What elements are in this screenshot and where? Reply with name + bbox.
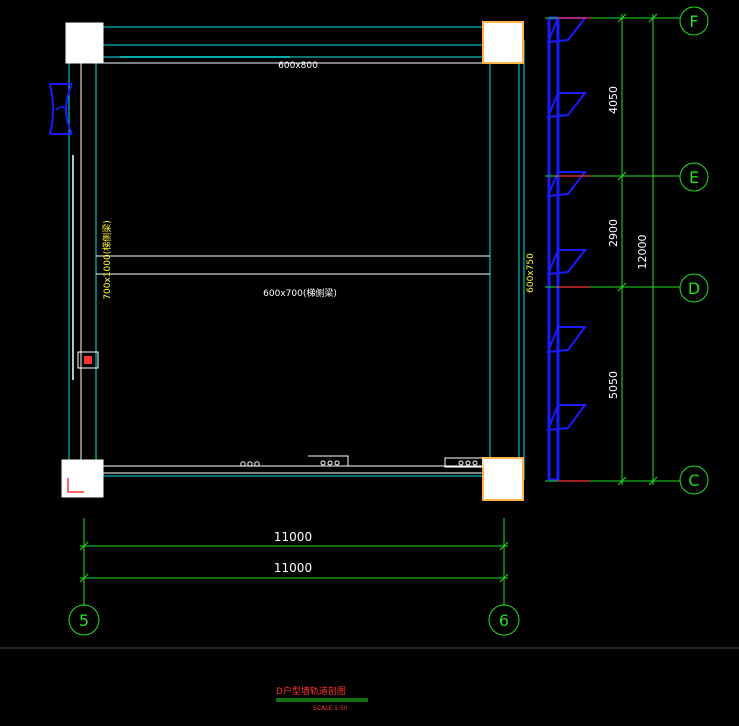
- dim-right-total: 12000: [636, 235, 649, 270]
- door-swing-symbol: [49, 83, 73, 135]
- drawing-scale: SCALE 1:50: [313, 705, 348, 712]
- middle-beam: [96, 255, 490, 275]
- label-middle-beam: 600x700(梯侧梁): [263, 287, 337, 299]
- bottom-dimension-lines: [79, 518, 509, 606]
- axis-label-F: F: [689, 12, 698, 31]
- dim-bottom-1: 11000: [274, 530, 312, 544]
- column-bottom-right: [482, 457, 524, 501]
- axis-label-E: E: [689, 168, 699, 187]
- axis-label-5: 5: [79, 611, 89, 630]
- axis-label-6: 6: [499, 611, 509, 630]
- bottom-beam: [103, 465, 483, 477]
- dim-right-seg-2: 2900: [607, 219, 620, 247]
- dim-right-seg-1: 4050: [607, 86, 620, 114]
- title-block: D户型墙轨道剖图 SCALE 1:50: [0, 647, 739, 712]
- left-beam: [68, 63, 97, 460]
- axis-bubble-F: [679, 6, 709, 36]
- dim-bottom-2: 11000: [274, 561, 312, 575]
- axis-bubble-C: [679, 465, 709, 495]
- axis-bubble-D: [679, 273, 709, 303]
- label-top-beam: 600x800: [278, 61, 318, 71]
- dim-right-seg-3: 5050: [607, 371, 620, 399]
- right-wall-blue: [546, 16, 588, 482]
- right-beam: [489, 40, 525, 480]
- axis-bubble-5: [68, 604, 100, 636]
- column-bottom-left: [61, 459, 104, 498]
- label-left-beam: 700x1000(梯侧梁): [101, 220, 113, 299]
- column-top-right: [482, 21, 524, 64]
- bottom-fixtures: [240, 455, 484, 468]
- axis-label-D: D: [688, 279, 700, 298]
- axis-bubble-E: [679, 162, 709, 192]
- column-top-left: [65, 22, 104, 64]
- axis-bubble-6: [488, 604, 520, 636]
- axis-label-C: C: [688, 471, 699, 490]
- small-red-marker: [77, 351, 99, 369]
- top-beam: [103, 26, 483, 64]
- drawing-title: D户型墙轨道剖图: [276, 685, 346, 697]
- red-axis-ticks: [558, 17, 590, 482]
- label-right-beam: 600x750: [526, 253, 536, 293]
